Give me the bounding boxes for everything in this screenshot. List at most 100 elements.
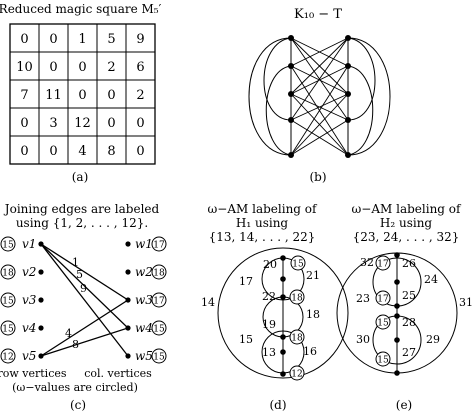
- h2-label-32: 32: [360, 256, 374, 269]
- edge-v1-w3-a: [40, 243, 129, 301]
- panel-d-heading-2: H₁ using: [236, 216, 289, 230]
- grid-cell: 0: [49, 144, 57, 159]
- magic-square-border: [9, 23, 156, 165]
- h2-label-29: 29: [426, 333, 440, 346]
- h2-omega: 17: [375, 290, 391, 306]
- edge-v1-w5: [40, 243, 129, 357]
- h2-vertices: [394, 252, 400, 376]
- k10-vertex: [288, 117, 294, 123]
- panel-a-title: Reduced magic square M₅′: [0, 2, 162, 16]
- row-omega: 15: [0, 320, 16, 336]
- col-vertex-dot: [125, 353, 131, 359]
- row-vertex-dot: [38, 325, 44, 331]
- h1-omega: 18: [289, 289, 305, 305]
- omega-value: 15: [2, 241, 14, 251]
- grid-cell: 9: [136, 32, 144, 47]
- k10-vertex: [288, 63, 294, 69]
- h2-label-25: 25: [402, 289, 416, 302]
- grid-cell: 0: [78, 60, 86, 75]
- omega-value: 12: [291, 370, 302, 380]
- k10-cross-edge: [290, 93, 349, 156]
- h1-label-20: 20: [263, 258, 277, 271]
- grid-cell: 0: [107, 116, 115, 131]
- omega-value: 17: [377, 295, 389, 305]
- foot-col-vertices: col. vertices: [84, 367, 152, 380]
- h1-vertex: [280, 349, 286, 355]
- k10-outer-right-arc: [347, 37, 391, 156]
- edge-v1-w4: [40, 243, 129, 329]
- row-vertex-dot: [38, 353, 44, 359]
- col-vertex-label: w3: [135, 293, 153, 307]
- col-omega: 15: [151, 348, 167, 364]
- h2-label-31: 31: [459, 296, 473, 309]
- h1-vertex: [280, 371, 286, 377]
- k10-right-arc-2: [347, 65, 374, 156]
- col-vertex-dot: [125, 297, 131, 303]
- h2-omega: 15: [375, 314, 391, 330]
- magic-square-grid: [10, 24, 155, 164]
- h2-vertex: [394, 303, 400, 309]
- col-vertex-label: w5: [135, 349, 153, 363]
- col-vertex-dot: [125, 269, 131, 275]
- edge-label-1: 1: [72, 256, 79, 269]
- panel-b-k10-minus-t: K₁₀ − T (b): [248, 7, 391, 184]
- col-vertex-dot: [125, 241, 131, 247]
- grid-cell: 0: [49, 60, 57, 75]
- grid-cell: 3: [49, 116, 57, 131]
- grid-cell: 8: [107, 144, 115, 159]
- h1-label-17: 17: [239, 275, 253, 288]
- panel-c-heading-1: Joining edges are labeled: [3, 202, 160, 216]
- omega-value: 18: [291, 294, 303, 304]
- panel-c-heading-2: using {1, 2, . . . , 12}.: [16, 216, 148, 230]
- k10-cross-edge: [290, 65, 349, 95]
- h1-label-16: 16: [303, 345, 317, 358]
- h2-label-28: 28: [402, 316, 416, 329]
- omega-circle: [289, 289, 305, 305]
- grid-cell: 7: [20, 88, 28, 103]
- grid-cell: 0: [49, 32, 57, 47]
- k10-vertex: [288, 91, 294, 97]
- panel-c-edges: [40, 243, 129, 357]
- omega-value: 12: [2, 353, 13, 363]
- k10-vertex: [288, 35, 294, 41]
- omega-circle: [0, 236, 16, 252]
- omega-circle: [375, 290, 391, 306]
- k10-vertex: [345, 91, 351, 97]
- row-omega: 18: [0, 264, 16, 280]
- row-vertex-label: v3: [22, 293, 37, 307]
- col-omega: 17: [151, 292, 167, 308]
- omega-circle: [290, 255, 306, 271]
- panel-b-title: K₁₀ − T: [294, 7, 342, 22]
- row-vertex-label: v1: [22, 237, 36, 251]
- row-omega: 12: [0, 348, 16, 364]
- panel-e-heading-3: {23, 24, . . . , 32}: [353, 230, 460, 244]
- grid-cell: 10: [16, 60, 33, 75]
- omega-value: 15: [2, 325, 14, 335]
- col-vertex-label: w1: [135, 237, 153, 251]
- h2-label-26: 26: [402, 257, 416, 270]
- panel-e-h2-labeling: ω−AM labeling of H₂ using {23, 24, . . .…: [336, 202, 473, 412]
- omega-circle: [375, 255, 391, 271]
- omega-circle: [289, 365, 305, 381]
- col-vertex-label: w4: [135, 321, 153, 335]
- grid-cell: 5: [107, 32, 115, 47]
- edge-label-8: 8: [72, 338, 79, 351]
- grid-cell: 0: [107, 88, 115, 103]
- omega-value: 15: [153, 353, 165, 363]
- row-vertex-dot: [38, 269, 44, 275]
- h1-omega: 15: [290, 255, 306, 271]
- omega-circle: [151, 236, 167, 252]
- h1-label-21: 21: [306, 269, 320, 282]
- h2-vertex: [394, 252, 400, 258]
- grid-cell: 6: [136, 60, 144, 75]
- grid-cell: 2: [107, 60, 115, 75]
- omega-value: 15: [2, 297, 14, 307]
- h2-edges: [336, 252, 458, 374]
- h2-vertex: [394, 370, 400, 376]
- omega-circle: [0, 264, 16, 280]
- panel-d-heading-1: ω−AM labeling of: [208, 202, 319, 216]
- k10-cross-edge: [290, 37, 349, 121]
- col-omega: 15: [151, 320, 167, 336]
